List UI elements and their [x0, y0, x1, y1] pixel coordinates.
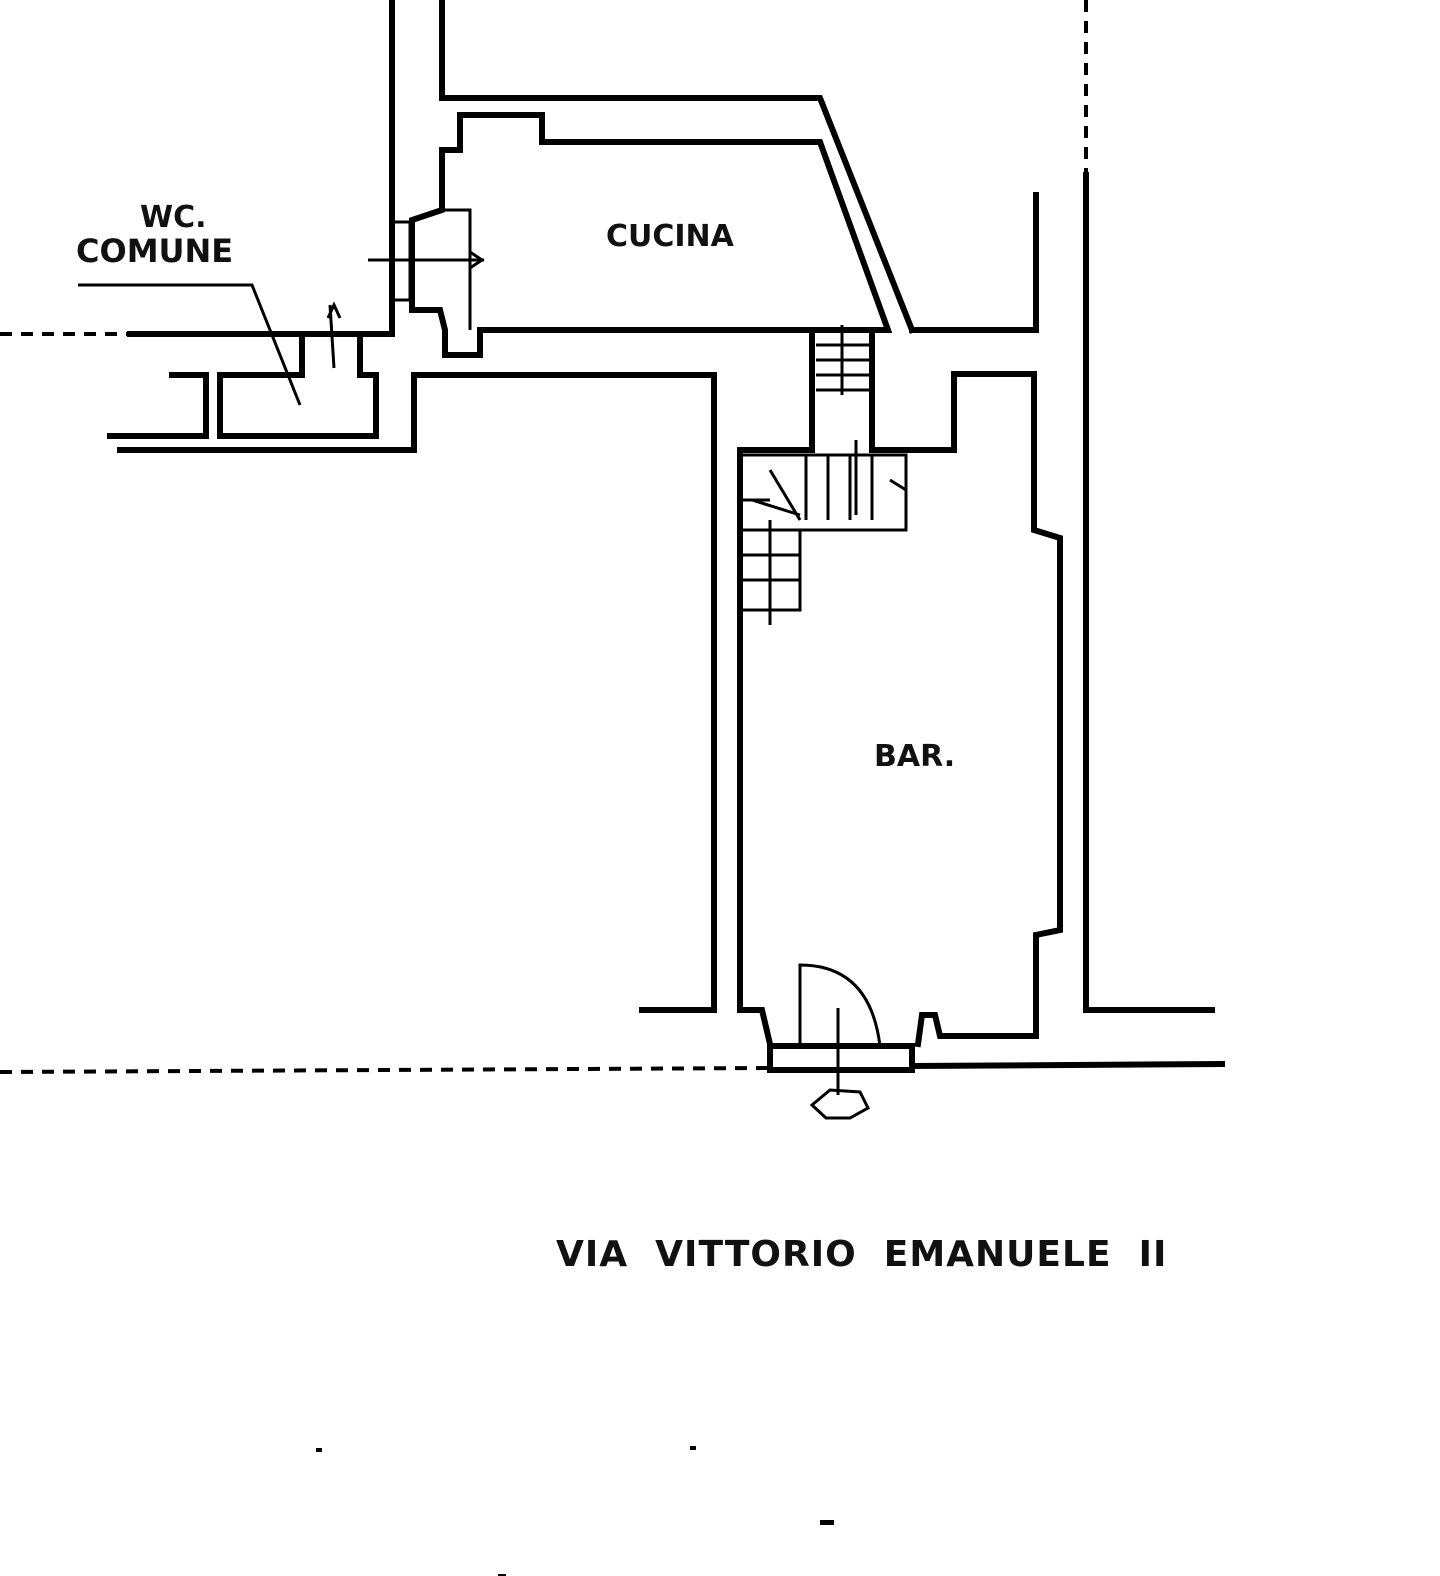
threshold [767, 1043, 915, 1073]
kitchen-inner-outline [409, 112, 893, 358]
wall-wc-top [127, 217, 395, 337]
wall-corridor-right [869, 331, 1063, 1048]
wall-wc-bottom [117, 372, 717, 1013]
stair-arrow-lower [768, 440, 858, 625]
wall-right-long [1083, 172, 1215, 1013]
entrance-marker [809, 1088, 870, 1120]
wall-corridor [737, 331, 815, 1048]
wc-label-line1: WC. [140, 200, 207, 235]
corridor-stair [737, 325, 1063, 1048]
street-front-solid [908, 1060, 1226, 1070]
door-leaf [798, 963, 882, 1047]
wall-wc-box [107, 333, 379, 439]
stair-treads-lower [742, 453, 908, 612]
scan-specks [316, 1446, 834, 1576]
kitchen-walls [368, 0, 1215, 1013]
wall-right-stub [909, 192, 1039, 333]
kitchen-window-arrow [469, 250, 485, 270]
street-front-dashed [0, 1066, 771, 1074]
wall-left-inner [439, 0, 916, 334]
street-label: VIA VITTORIO EMANUELE II [556, 1234, 1167, 1275]
wc-door [326, 301, 342, 369]
wc-leader-line [78, 283, 302, 406]
wc-walls [0, 217, 717, 1013]
kitchen-label: CUCINA [606, 219, 735, 254]
wc-label-line2: COMUNE [76, 232, 233, 270]
bar-label: BAR. [874, 739, 955, 774]
entrance [0, 963, 1226, 1120]
